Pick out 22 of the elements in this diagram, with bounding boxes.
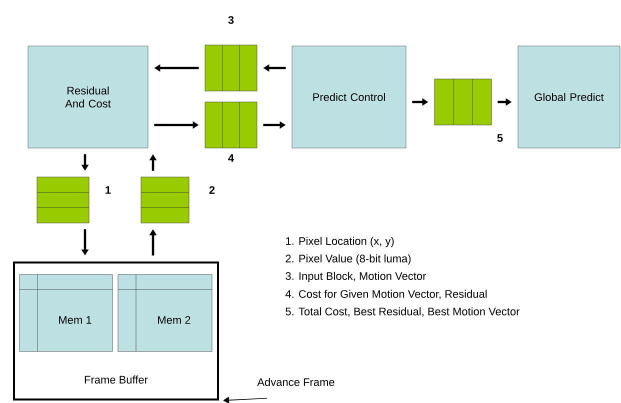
arrow xyxy=(223,396,268,403)
legend-item: 1. Pixel Location (x, y) xyxy=(286,236,394,248)
signal-label: Advance Frame xyxy=(257,378,334,386)
queue-number: 1 xyxy=(106,186,111,194)
queue-number: 3 xyxy=(228,16,234,24)
legend-item: 5. Total Cost, Best Residual, Best Motion Vector xyxy=(286,307,520,317)
legend-item: 2. Pixel Value (8-bit luma) xyxy=(286,254,411,265)
legend-item: 4. Cost for Given Motion Vector, Residual xyxy=(285,290,487,300)
legend-item: 3. Input Block, Motion Vector xyxy=(286,272,426,282)
queue-box xyxy=(36,176,90,224)
queue-number: 4 xyxy=(228,154,234,162)
process-box: Predict Control xyxy=(292,46,406,148)
memory-box: Mem 2 xyxy=(118,274,212,352)
process-box: Global Predict xyxy=(518,46,620,148)
queue-box xyxy=(204,44,258,92)
process-box: Residual And Cost xyxy=(28,46,148,148)
queue-number: 2 xyxy=(209,186,215,194)
queue-box xyxy=(140,176,190,224)
queue-box xyxy=(434,78,492,126)
queue-number: 5 xyxy=(497,134,503,142)
memory-box: Mem 1 xyxy=(19,274,113,352)
queue-box xyxy=(204,102,258,148)
